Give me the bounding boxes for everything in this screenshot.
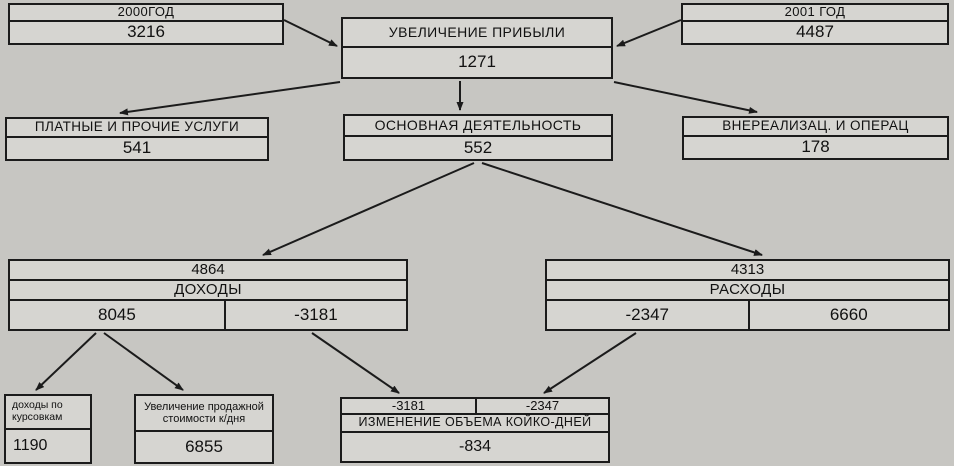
node-expenses-cell-right: 6660	[747, 301, 949, 329]
node-year-2000: 2000ГОД 3216	[8, 3, 284, 45]
node-year-2001: 2001 ГОД 4487	[681, 3, 949, 45]
arrow-expenses-to-beddays	[543, 332, 637, 394]
node-paid-services: ПЛАТНЫЕ И ПРОЧИЕ УСЛУГИ 541	[5, 117, 269, 161]
node-incomes-cells: 8045 -3181	[10, 301, 406, 329]
node-expenses-cells: -2347 6660	[547, 301, 948, 329]
node-kursovki-income-value: 1190	[13, 437, 48, 455]
node-main-activity-value: 552	[463, 137, 493, 157]
node-main-activity: ОСНОВНАЯ ДЕЯТЕЛЬНОСТЬ 552	[343, 114, 613, 161]
node-nonrealization-value: 178	[801, 137, 830, 157]
node-nonrealization: ВНЕРЕАЛИЗАЦ. И ОПЕРАЦ 178	[682, 116, 949, 160]
node-profit-increase: УВЕЛИЧЕНИЕ ПРИБЫЛИ 1271	[341, 17, 613, 79]
node-expenses-cell-left: -2347	[625, 304, 669, 324]
node-incomes-cell-right: -3181	[223, 301, 406, 329]
node-kursovki-income-label: доходы по курсовкам	[6, 396, 90, 430]
node-paid-services-label: ПЛАТНЫЕ И ПРОЧИЕ УСЛУГИ	[7, 119, 267, 138]
node-bed-days-value: -834	[458, 438, 492, 456]
node-bed-days-label: ИЗМЕНЕНИЕ ОБЪЕМА КОЙКО-ДНЕЙ	[342, 415, 608, 434]
node-incomes: 4864 ДОХОДЫ 8045 -3181	[8, 259, 408, 331]
node-expenses-total: 4313	[547, 261, 948, 281]
node-year-2000-value: 3216	[127, 22, 165, 42]
node-bed-days-cell-right: -2347	[475, 398, 608, 414]
node-incomes-label: ДОХОДЫ	[10, 281, 406, 301]
node-year-2000-label: 2000ГОД	[10, 5, 282, 22]
arrow-profit-to-paid	[119, 81, 341, 116]
node-profit-increase-value: 1271	[458, 52, 496, 72]
node-expenses-label: РАСХОДЫ	[547, 281, 948, 301]
node-price-increase-value: 6855	[185, 436, 223, 456]
node-incomes-total: 4864	[10, 261, 406, 281]
arrow-incomes-to-kursovki	[35, 332, 97, 391]
node-price-increase-label: Увеличение продажной стоимости к/дня	[136, 396, 272, 432]
node-incomes-cell-left: 8045	[98, 304, 136, 324]
node-bed-days-cell-left: -3181	[391, 398, 426, 413]
node-price-increase: Увеличение продажной стоимости к/дня 685…	[134, 394, 274, 464]
node-bed-days-change: -3181 -2347 ИЗМЕНЕНИЕ ОБЪЕМА КОЙКО-ДНЕЙ …	[340, 397, 610, 463]
node-expenses: 4313 РАСХОДЫ -2347 6660	[545, 259, 950, 331]
node-main-activity-label: ОСНОВНАЯ ДЕЯТЕЛЬНОСТЬ	[345, 116, 611, 137]
arrow-2001-to-profit	[616, 19, 682, 47]
arrow-incomes-to-beddays	[311, 332, 400, 394]
node-bed-days-cells: -3181 -2347	[342, 398, 608, 416]
node-kursovki-income: доходы по курсовкам 1190	[4, 394, 92, 464]
arrow-profit-to-nonreal	[613, 81, 758, 114]
arrow-2000-to-profit	[283, 19, 338, 47]
arrow-main-to-incomes	[262, 162, 475, 256]
arrow-incomes-to-price	[103, 332, 184, 391]
arrow-main-to-expenses	[481, 162, 763, 256]
node-profit-increase-label: УВЕЛИЧЕНИЕ ПРИБЫЛИ	[343, 19, 611, 48]
node-nonrealization-label: ВНЕРЕАЛИЗАЦ. И ОПЕРАЦ	[684, 118, 947, 137]
node-year-2001-value: 4487	[796, 22, 834, 42]
node-paid-services-value: 541	[122, 138, 152, 158]
node-year-2001-label: 2001 ГОД	[683, 5, 947, 22]
